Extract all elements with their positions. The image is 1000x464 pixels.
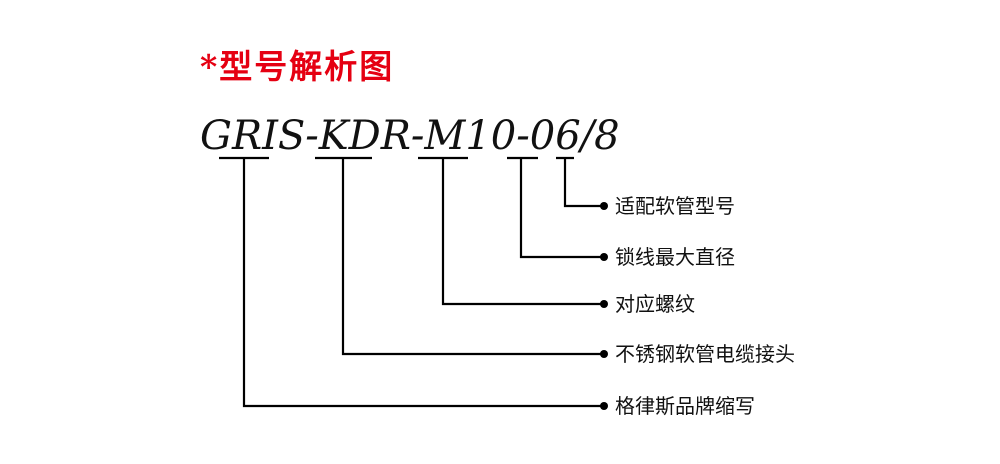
model-thread-code: M10 — [424, 113, 517, 159]
leader-dot — [600, 253, 608, 261]
callout-product-type: 不锈钢软管电缆接头 — [615, 342, 795, 366]
model-type-code: KDR — [318, 113, 411, 159]
leader-type — [341, 158, 602, 356]
leader-diameter — [519, 158, 602, 259]
leader-dot — [600, 300, 608, 308]
model-cable-diameter-code: 06 — [529, 113, 581, 159]
model-separator: - — [516, 113, 530, 159]
model-code: GRIS-KDR-M10-06/8 — [200, 114, 620, 158]
model-brand-code: GRIS — [200, 113, 306, 159]
model-separator: - — [305, 113, 319, 159]
model-slash: / — [580, 113, 595, 159]
leader-hose — [563, 158, 602, 208]
model-separator: - — [410, 113, 425, 159]
callout-thread: 对应螺纹 — [615, 292, 695, 316]
leader-brand — [242, 158, 602, 408]
leader-dot — [600, 202, 608, 210]
callout-hose-model: 适配软管型号 — [615, 194, 735, 218]
leader-dot — [600, 402, 608, 410]
model-hose-size-code: 8 — [594, 113, 620, 159]
leader-dot — [600, 350, 608, 358]
leader-thread — [441, 158, 602, 306]
callout-max-cable-diameter: 锁线最大直径 — [615, 245, 735, 269]
page-title: *型号解析图 — [200, 47, 395, 86]
callout-brand-abbreviation: 格律斯品牌缩写 — [615, 394, 755, 418]
